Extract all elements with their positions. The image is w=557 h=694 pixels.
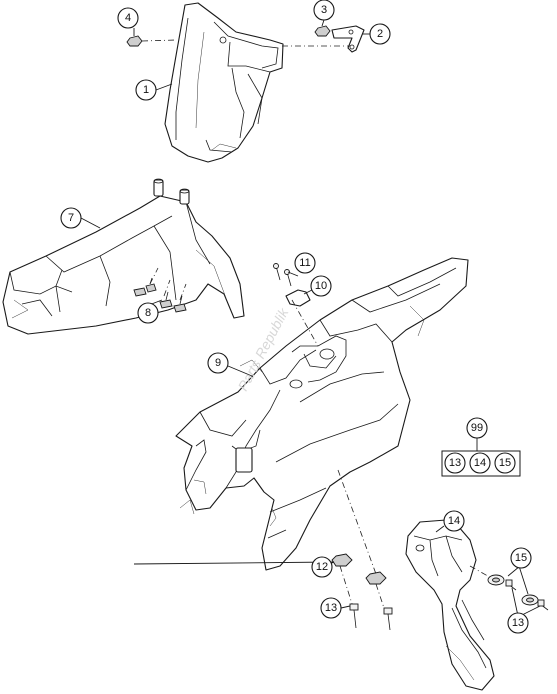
callout-4: 4: [117, 7, 139, 29]
kit-callout-14: 14: [469, 452, 491, 474]
callout-3: 3: [313, 0, 335, 21]
svg-text:9: 9: [215, 357, 221, 369]
svg-text:8: 8: [145, 307, 151, 319]
part-front-fender: [2, 178, 245, 335]
callout-14: 14: [443, 510, 465, 532]
svg-text:7: 7: [68, 212, 74, 224]
leader-lines: [80, 19, 541, 617]
part-bracket: [282, 25, 365, 53]
kit-box-99: 99 13 14 15: [441, 417, 521, 477]
svg-text:14: 14: [474, 457, 486, 469]
callout-2: 2: [369, 23, 391, 45]
svg-text:13: 13: [512, 617, 524, 629]
part-nut-4: [126, 35, 177, 47]
svg-text:4: 4: [125, 12, 131, 24]
svg-text:13: 13: [449, 457, 461, 469]
part-nut-3: [314, 25, 331, 37]
kit-callout-15: 15: [494, 452, 516, 474]
kit-callout-13: 13: [444, 452, 466, 474]
svg-text:14: 14: [448, 515, 460, 527]
callout-12: 12: [311, 556, 333, 578]
svg-text:15: 15: [499, 457, 511, 469]
part-grommets-15: [487, 574, 549, 611]
svg-text:3: 3: [321, 4, 327, 16]
svg-text:15: 15: [515, 552, 527, 564]
svg-text:99: 99: [471, 422, 483, 434]
part-side-cover: [405, 519, 503, 691]
callout-11: 11: [294, 252, 316, 274]
callout-15: 15: [510, 547, 532, 569]
callout-7: 7: [60, 207, 82, 229]
svg-text:13: 13: [325, 602, 337, 614]
svg-text:12: 12: [316, 561, 328, 573]
callout-1: 1: [135, 79, 157, 101]
callout-8: 8: [137, 302, 159, 324]
part-rear-fender: [175, 257, 469, 571]
callout-13-right: 13: [507, 612, 529, 634]
callout-13-lower: 13: [320, 597, 342, 619]
callout-9: 9: [207, 352, 229, 374]
svg-text:1: 1: [143, 84, 149, 96]
callout-10: 10: [310, 275, 332, 297]
part-headlight-mask: [164, 2, 284, 163]
svg-text:2: 2: [377, 28, 383, 40]
kit-callout-99: 99: [466, 417, 488, 439]
part-screws-8: [133, 277, 187, 313]
svg-text:11: 11: [299, 257, 310, 269]
part-fasteners-12-13: [331, 469, 393, 631]
svg-text:10: 10: [315, 280, 327, 292]
